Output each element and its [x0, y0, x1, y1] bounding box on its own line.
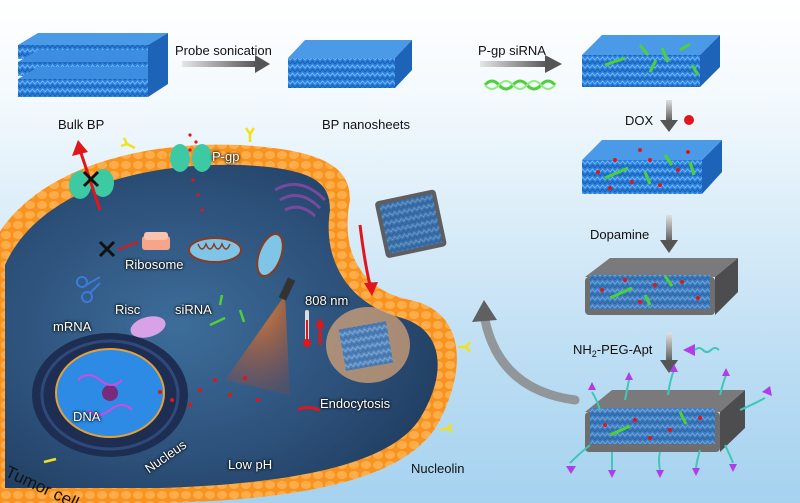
- sonication-arrow: [182, 55, 270, 73]
- label-bp-nanosheets: BP nanosheets: [322, 117, 410, 132]
- dopamine-arrow: [660, 215, 678, 253]
- nucleolin-receptor: [43, 127, 471, 464]
- membrane-bound-nanoplatform: [375, 189, 447, 258]
- pda-coated-nanosheet: [585, 258, 738, 315]
- label-nh2-subscript: 2: [591, 349, 597, 359]
- thermometer-icon: [303, 310, 311, 347]
- released-dox: [158, 376, 260, 407]
- sirna-fragments: [209, 294, 246, 327]
- label-dna: DNA: [73, 409, 101, 424]
- peg-aptamer-icon: [683, 344, 720, 356]
- label-low-ph: Low pH: [228, 457, 273, 472]
- label-probe-sonication: Probe sonication: [175, 43, 272, 58]
- mitochondrion: [188, 237, 242, 263]
- risc-complex: [130, 316, 166, 338]
- final-nanoplatform: [566, 364, 772, 478]
- bulk-bp-structure: [18, 33, 168, 97]
- scissors-icon: [76, 276, 101, 303]
- sirna-arrow: [480, 55, 562, 73]
- pgp-pump-blocked: [69, 169, 114, 199]
- label-pgp: P-gp: [212, 149, 240, 164]
- uptake-curved-arrow: [472, 300, 580, 405]
- bp-sirna-dox-complex: [582, 140, 722, 194]
- label-mrna: mRNA: [53, 319, 92, 334]
- bp-sirna-complex: [582, 35, 720, 87]
- laser-beam: [225, 277, 296, 395]
- golgi-apparatus: [274, 182, 327, 218]
- blocked-efflux-arrow: [72, 140, 102, 211]
- dox-arrow: [660, 100, 678, 132]
- bp-nanosheets-structure: [288, 40, 412, 88]
- temperature-up-arrow: [315, 318, 325, 345]
- pgp-pump: [170, 133, 212, 212]
- label-laser-808nm: 808 nm: [305, 293, 349, 308]
- sirna-helix-icon: [483, 79, 557, 91]
- label-nh2-prefix: NH: [573, 342, 592, 357]
- label-peg-apt-suffix: -PEG-Apt: [596, 342, 653, 357]
- mitochondrion: [256, 232, 284, 278]
- endocytosis-arrow: [297, 224, 378, 412]
- label-pgp-sirna: P-gp siRNA: [478, 43, 546, 58]
- label-dox: DOX: [625, 113, 654, 128]
- peg-apt-arrow: [660, 333, 678, 373]
- ribosome-icon: [142, 232, 170, 250]
- label-nucleolin: Nucleolin: [411, 461, 465, 476]
- endosome: [326, 307, 410, 383]
- label-nh2-peg-apt: NH2-PEG-Apt: [573, 343, 652, 359]
- label-dopamine: Dopamine: [590, 227, 650, 242]
- label-sirna: siRNA: [175, 302, 212, 317]
- label-endocytosis: Endocytosis: [320, 396, 391, 411]
- label-bulk-bp: Bulk BP: [58, 117, 105, 132]
- label-risc: Risc: [115, 302, 141, 317]
- nucleus: [32, 333, 188, 457]
- label-ribosome: Ribosome: [125, 257, 184, 272]
- inhibition-x-icon: [98, 240, 139, 258]
- dox-molecule-icon: [684, 115, 694, 125]
